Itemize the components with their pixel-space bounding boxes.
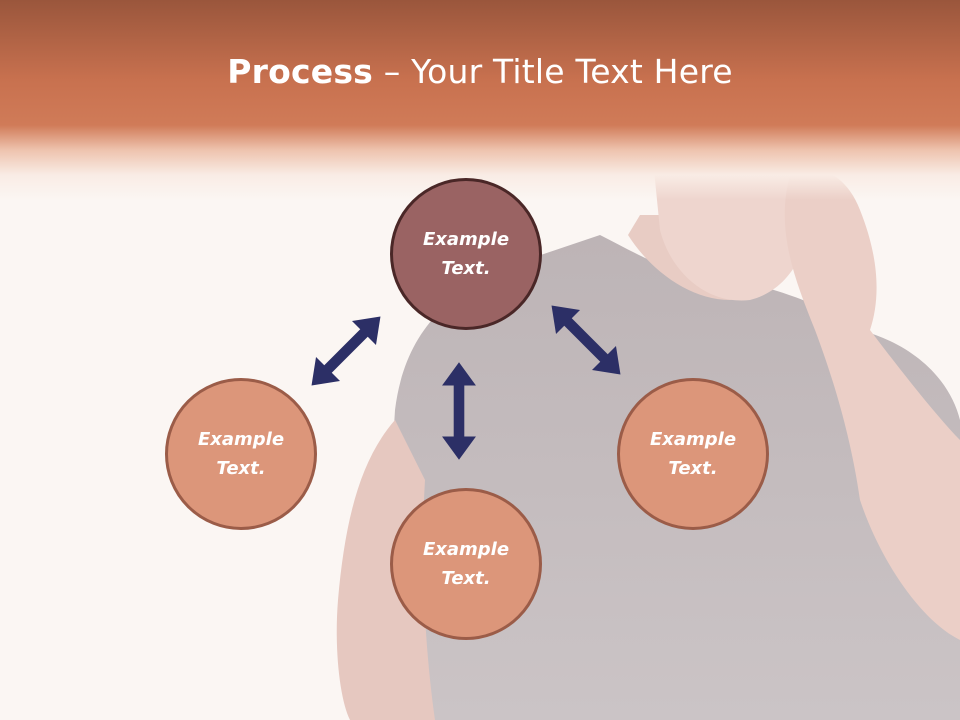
process-node-bottom: Example Text. xyxy=(390,488,542,640)
slide-title: Process – Your Title Text Here xyxy=(0,52,960,91)
header-band xyxy=(0,0,960,200)
title-rest: – Your Title Text Here xyxy=(373,52,733,91)
double-arrow-icon-left xyxy=(299,304,393,398)
title-strong: Process xyxy=(227,52,374,91)
process-node-left: Example Text. xyxy=(165,378,317,530)
node-label-bottom: Example Text. xyxy=(422,539,510,589)
double-arrow-icon-vertical xyxy=(442,362,476,460)
node-label-left: Example Text. xyxy=(197,429,285,479)
process-node-center: Example Text. xyxy=(390,178,542,330)
node-label-right: Example Text. xyxy=(649,429,737,479)
double-arrow-icon-right xyxy=(539,293,633,387)
process-node-right: Example Text. xyxy=(617,378,769,530)
node-label-center: Example Text. xyxy=(422,229,510,279)
